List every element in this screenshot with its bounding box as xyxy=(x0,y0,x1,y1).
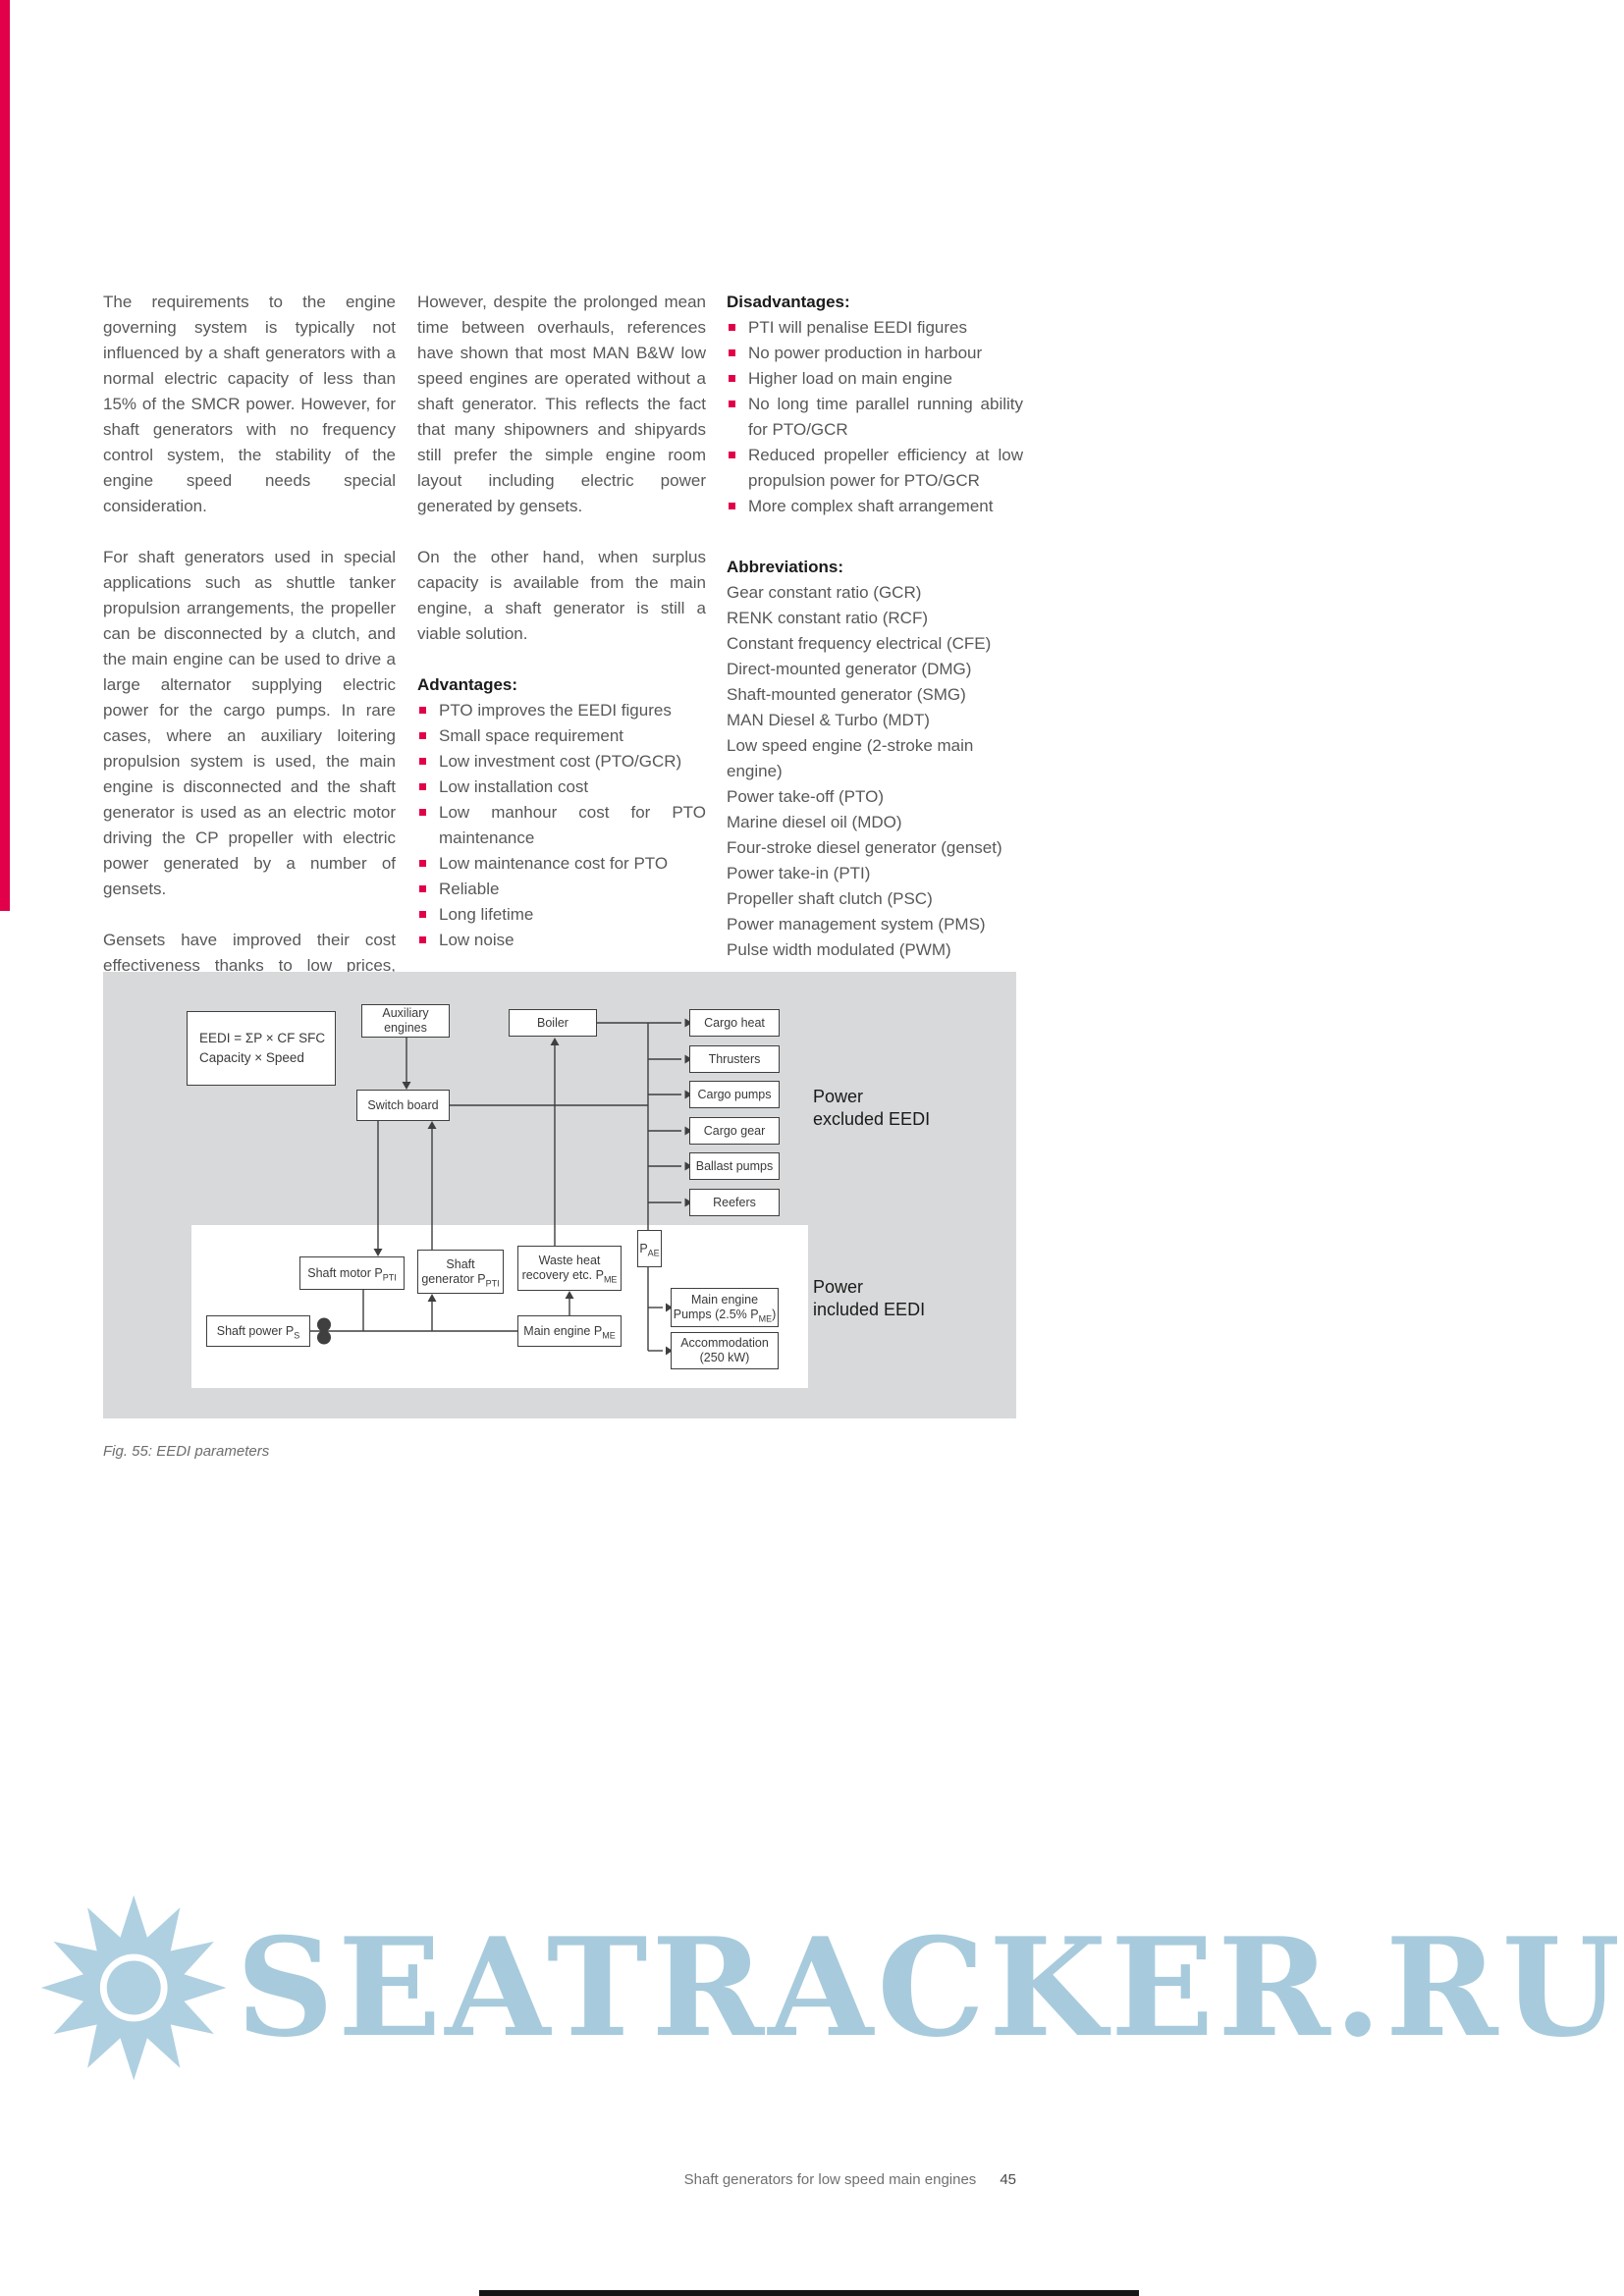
text-column-2: However, despite the prolonged mean time… xyxy=(417,290,706,953)
diagram-box-ballast-pumps: Ballast pumps xyxy=(689,1152,780,1180)
bullet-icon xyxy=(729,349,735,356)
disadvantages-list: PTI will penalise EEDI figures No power … xyxy=(727,315,1023,519)
advantage-item: Long lifetime xyxy=(417,902,706,928)
disadvantage-item: More complex shaft arrangement xyxy=(727,494,1023,519)
abbreviation-item: Marine diesel oil (MDO) xyxy=(727,813,902,831)
diagram-box-shaft-generator: Shaft generator PPTI xyxy=(417,1250,504,1294)
bullet-icon xyxy=(419,758,426,765)
abbreviation-item: Shaft-mounted generator (SMG) xyxy=(727,685,966,704)
abbreviation-item: Pulse width modulated (PWM) xyxy=(727,940,951,959)
text-column-1: The requirements to the engine governing… xyxy=(103,290,396,1030)
watermark-text: SEATRACKER.RU xyxy=(236,1907,1624,2067)
diagram-box-shaft-motor: Shaft motor PPTI xyxy=(299,1256,405,1290)
abbreviation-item: Constant frequency electrical (CFE) xyxy=(727,634,992,653)
page-number: 45 xyxy=(1000,2171,1016,2188)
power-excluded-label: Power excluded EEDI xyxy=(813,1087,931,1129)
bullet-icon xyxy=(729,452,735,458)
bullet-icon xyxy=(419,732,426,739)
abbreviation-item: MAN Diesel & Turbo (MDT) xyxy=(727,711,930,729)
diagram-box-reefers: Reefers xyxy=(689,1189,780,1216)
bullet-icon xyxy=(729,400,735,407)
footer: Shaft generators for low speed main engi… xyxy=(589,2171,1016,2188)
advantage-item: Small space requirement xyxy=(417,723,706,749)
advantages-list: PTO improves the EEDI figures Small spac… xyxy=(417,698,706,953)
footer-title: Shaft generators for low speed main engi… xyxy=(683,2171,977,2188)
abbreviation-item: Four-stroke diesel generator (genset) xyxy=(727,838,1002,857)
diagram-box-eedi-formula: EEDI = ΣP × CF SFC Capacity × Speed xyxy=(187,1011,336,1086)
figure-caption: Fig. 55: EEDI parameters xyxy=(103,1443,270,1460)
bullet-icon xyxy=(419,809,426,816)
text-column-3: Disadvantages: PTI will penalise EEDI fi… xyxy=(727,290,1023,963)
paragraph: On the other hand, when surplus capacity… xyxy=(417,548,706,643)
bullet-icon xyxy=(419,885,426,892)
diagram-box-boiler: Boiler xyxy=(509,1009,597,1037)
paragraph: However, despite the prolonged mean time… xyxy=(417,293,706,515)
diagram-box-switchboard: Switch board xyxy=(356,1090,450,1121)
eedi-diagram: EEDI = ΣP × CF SFC Capacity × Speed Auxi… xyxy=(103,972,1016,1418)
disadvantage-item: Higher load on main engine xyxy=(727,366,1023,392)
bullet-icon xyxy=(419,911,426,918)
diagram-box-pae: PAE xyxy=(637,1230,662,1267)
disadvantage-item: PTI will penalise EEDI figures xyxy=(727,315,1023,341)
abbreviation-item: Power take-off (PTO) xyxy=(727,787,884,806)
advantage-item: Low maintenance cost for PTO xyxy=(417,851,706,877)
abbreviation-item: Direct-mounted generator (DMG) xyxy=(727,660,972,678)
bottom-scan-bar xyxy=(479,2290,1139,2296)
diagram-box-cargo-heat: Cargo heat xyxy=(689,1009,780,1037)
diagram-box-accommodation: Accommodation(250 kW) xyxy=(671,1332,779,1369)
advantage-item: Low noise xyxy=(417,928,706,953)
diagram-box-cargo-pumps: Cargo pumps xyxy=(689,1081,780,1108)
watermark: SEATRACKER.RU xyxy=(37,1877,1624,2098)
disadvantage-item: No long time parallel running ability fo… xyxy=(727,392,1023,443)
disadvantages-heading: Disadvantages: xyxy=(727,293,850,311)
bullet-icon xyxy=(419,860,426,867)
abbreviation-item: Propeller shaft clutch (PSC) xyxy=(727,889,933,908)
abbreviation-item: Power take-in (PTI) xyxy=(727,864,871,882)
abbreviations-list: Gear constant ratio (GCR) RENK constant … xyxy=(727,580,1023,963)
bullet-icon xyxy=(419,707,426,714)
advantage-item: Low investment cost (PTO/GCR) xyxy=(417,749,706,774)
diagram-box-main-engine: Main engine PME xyxy=(517,1315,622,1347)
disadvantage-item: Reduced propeller efficiency at low prop… xyxy=(727,443,1023,494)
abbreviations-heading: Abbreviations: xyxy=(727,558,844,576)
power-included-label: Power included EEDI xyxy=(813,1277,926,1319)
disadvantage-item: No power production in harbour xyxy=(727,341,1023,366)
diagram-box-cargo-gear: Cargo gear xyxy=(689,1117,780,1145)
bullet-icon xyxy=(419,783,426,790)
advantage-item: Low manhour cost for PTO maintenance xyxy=(417,800,706,851)
abbreviation-item: RENK constant ratio (RCF) xyxy=(727,609,928,627)
abbreviation-item: Low speed engine (2-stroke main engine) xyxy=(727,736,974,780)
abbreviation-item: Gear constant ratio (GCR) xyxy=(727,583,922,602)
advantage-item: PTO improves the EEDI figures xyxy=(417,698,706,723)
paragraph: For shaft generators used in special app… xyxy=(103,548,396,898)
abbreviation-item: Power management system (PMS) xyxy=(727,915,986,934)
advantage-item: Low installation cost xyxy=(417,774,706,800)
diagram-box-waste-heat-recovery: Waste heat recovery etc. PME xyxy=(517,1246,622,1291)
paragraph: The requirements to the engine governing… xyxy=(103,293,396,515)
bullet-icon xyxy=(729,324,735,331)
advantages-heading: Advantages: xyxy=(417,675,518,694)
sun-icon xyxy=(40,1895,227,2080)
bullet-icon xyxy=(419,936,426,943)
advantage-item: Reliable xyxy=(417,877,706,902)
diagram-box-thrusters: Thrusters xyxy=(689,1045,780,1073)
bullet-icon xyxy=(729,503,735,509)
accent-bar xyxy=(0,0,10,911)
diagram-box-shaft-power: Shaft power PS xyxy=(206,1315,310,1347)
diagram-box-auxiliary-engines: Auxiliary engines xyxy=(361,1004,450,1038)
diagram-connections xyxy=(310,1018,692,1356)
bullet-icon xyxy=(729,375,735,382)
